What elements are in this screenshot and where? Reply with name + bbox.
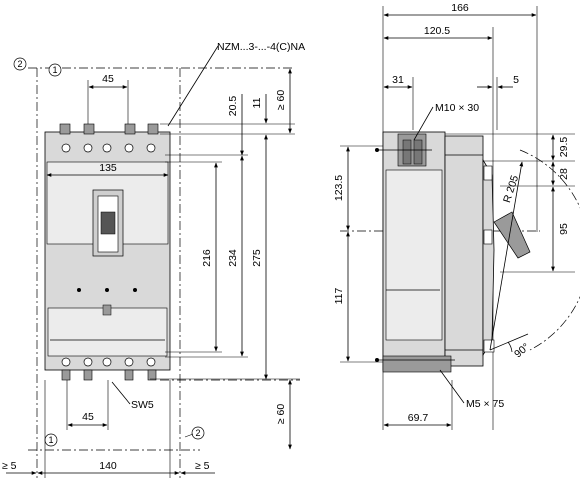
dim-5-right: ≥ 5 [195, 460, 210, 472]
dim-45-top: 45 [102, 73, 114, 85]
side-handle [493, 211, 531, 259]
dim-135: 135 [99, 162, 117, 174]
toggle-handle [100, 211, 116, 235]
side-terminal-bottom [382, 355, 452, 373]
marker-1-bottom: 1 [44, 433, 58, 447]
dim-140: 140 [99, 460, 117, 472]
dim-31: 31 [392, 74, 404, 86]
side-panel [385, 169, 443, 341]
dim-95: 95 [558, 223, 570, 235]
marker-1-top-label: 1 [52, 65, 57, 75]
marker-2-top-label: 2 [17, 59, 22, 69]
front-cover-lower [47, 307, 168, 357]
top-terminals [59, 123, 159, 153]
dim-216: 216 [201, 249, 213, 267]
sw5-label: SW5 [131, 399, 154, 411]
dim-11: 11 [251, 97, 263, 108]
side-view: 166 120.5 31 5 29.5 28 95 123.5 117 [333, 2, 580, 430]
dim-60-top: ≥ 60 [275, 90, 287, 111]
dim-275: 275 [251, 249, 263, 267]
dim-90-deg: 90° [512, 341, 532, 360]
dim-234: 234 [227, 249, 239, 267]
dim-5: 5 [513, 74, 519, 86]
m5-label: M5 × 75 [466, 398, 504, 410]
marker-2-top: 2 [13, 57, 27, 71]
dim-69-7: 69.7 [408, 412, 429, 424]
dim-20-5: 20.5 [227, 96, 239, 117]
dim-5-left: ≥ 5 [2, 460, 17, 472]
dim-r-205: R 205 [501, 174, 521, 205]
dim-120-5: 120.5 [424, 25, 450, 37]
dim-29-5: 29.5 [558, 137, 570, 158]
side-body-cover [482, 158, 495, 357]
side-body-front [444, 135, 484, 367]
bottom-terminals [61, 357, 157, 381]
dim-123-5: 123.5 [333, 175, 345, 201]
marker-1-bottom-label: 1 [48, 435, 53, 445]
marker-2-bottom-label: 2 [195, 428, 200, 438]
dim-45-bottom: 45 [82, 411, 94, 423]
front-view: 2 1 1 2 [2, 41, 305, 478]
dim-28: 28 [558, 168, 570, 180]
model-label: NZM...3-...-4(C)NA [217, 41, 305, 53]
m10-label: M10 × 30 [435, 102, 479, 114]
dim-117: 117 [333, 287, 345, 304]
dim-60-bottom: ≥ 60 [275, 404, 287, 425]
marker-2-bottom: 2 [191, 426, 205, 440]
marker-1-top: 1 [48, 63, 62, 77]
dim-166: 166 [451, 2, 469, 14]
